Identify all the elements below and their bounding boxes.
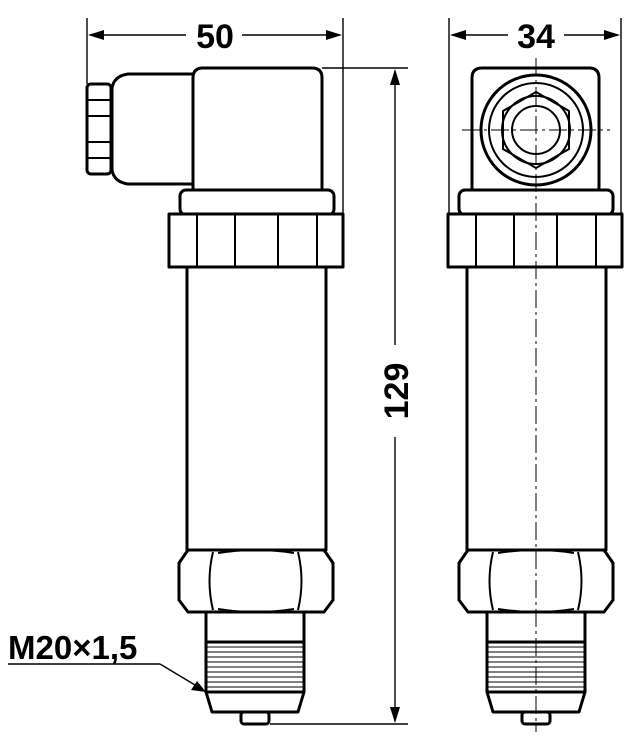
front-thread [204,640,306,694]
front-main-body [185,265,328,552]
front-connector-body [110,72,197,186]
dimension-width-front: 50 [86,14,344,214]
front-connector-head [191,66,324,194]
front-tip [204,690,306,714]
dimension-height: 129 [270,67,416,725]
front-port [239,710,271,726]
dimension-width-front-label: 50 [196,18,234,56]
thread-label: M20×1,5 [8,629,137,666]
front-neck [204,610,306,644]
dimension-width-side: 34 [448,14,622,214]
side-top-hex [446,212,624,269]
front-view [85,66,345,726]
front-connector-base [178,188,336,217]
dimension-width-side-label: 34 [517,18,555,56]
side-view [446,58,624,732]
dimension-height-label: 129 [378,363,416,420]
thread-callout: M20×1,5 [8,629,206,692]
front-bottom-hex [177,548,335,614]
front-top-hex [167,212,345,269]
front-cable-gland [85,82,113,176]
